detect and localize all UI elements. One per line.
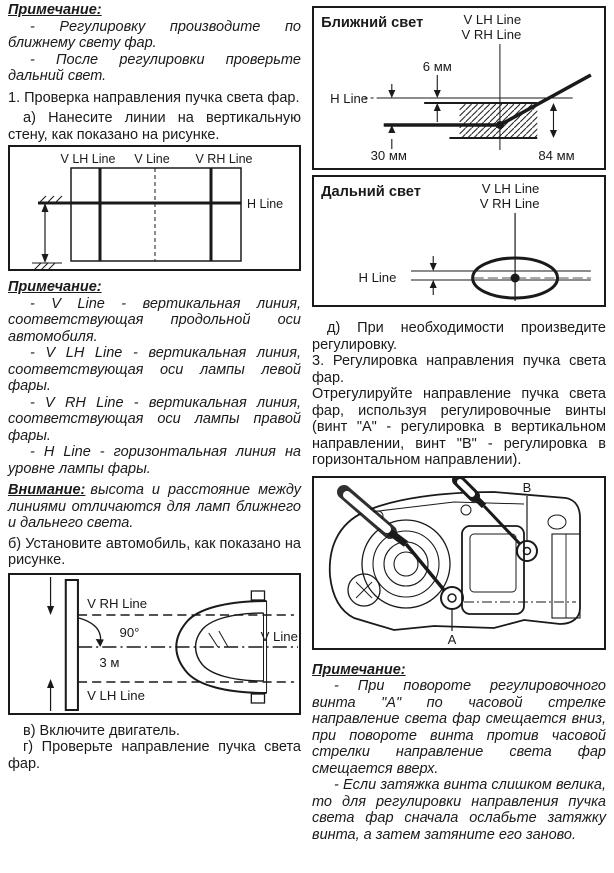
step1d-text: д) При необходимости произведите регулир… bbox=[312, 320, 606, 353]
step3-text: Отрегулируйте направление пучка света фа… bbox=[312, 386, 606, 468]
headlight-adjust-diagram: A B bbox=[328, 477, 581, 647]
arrow-up-icon bbox=[388, 125, 396, 133]
step3-title: 3. Регулировка направления пучка света ф… bbox=[312, 353, 606, 386]
v-rh-line-label: V RH Line bbox=[480, 196, 540, 211]
arrow-down-icon bbox=[41, 254, 49, 263]
note3-item: - При повороте регулировочного винта "А"… bbox=[312, 678, 606, 777]
screen-rect bbox=[70, 167, 242, 262]
arrow-up-icon bbox=[549, 103, 558, 111]
h-line-label: H Line bbox=[247, 197, 283, 211]
wall-lines-diagram: V LH Line V Line V RH Line H Line bbox=[32, 152, 283, 269]
note2-item: - V RH Line - вертикальная линия, соотве… bbox=[8, 394, 301, 444]
arrow-up-icon bbox=[41, 203, 49, 212]
figure-low-beam: Ближний свет V LH Line V RH Line H Line … bbox=[312, 6, 606, 170]
note3-heading: Примечание: bbox=[312, 661, 406, 678]
note2-item: - V Line - вертикальная линия, соответст… bbox=[8, 295, 301, 345]
low-beam-diagram: Ближний свет V LH Line V RH Line H Line … bbox=[321, 12, 592, 163]
v-rh-line-label: V RH Line bbox=[196, 152, 253, 166]
right-column: Ближний свет V LH Line V RH Line H Line … bbox=[312, 6, 606, 843]
arrow-icon bbox=[95, 638, 104, 647]
note3-item: - Если затяжка винта слишком велика, то … bbox=[312, 777, 606, 843]
v-line-label: V Line bbox=[134, 152, 169, 166]
car-front-outline bbox=[175, 589, 268, 704]
hot-zone-hatch bbox=[459, 103, 538, 138]
arrow-up-icon bbox=[47, 678, 55, 688]
dim-84mm-label: 84 мм bbox=[538, 148, 574, 163]
step1g-text: г) Проверьте направление пучка света фар… bbox=[8, 739, 301, 772]
car-position-diagram: V RH Line V Line 90° 3 м V LH Line bbox=[47, 576, 298, 711]
left-column: Примечание: - Регулировку производите по… bbox=[8, 2, 301, 772]
figure-car-position: V RH Line V Line 90° 3 м V LH Line bbox=[8, 572, 301, 715]
h-line-label: H Line bbox=[358, 270, 396, 285]
high-beam-title: Дальний свет bbox=[321, 184, 421, 200]
note1-heading: Примечание: bbox=[8, 2, 102, 18]
v-lh-line-label: V LH Line bbox=[61, 152, 116, 166]
warning-heading: Внимание: bbox=[8, 482, 86, 498]
low-beam-title: Ближний свет bbox=[321, 15, 423, 31]
ground-hatch bbox=[32, 262, 62, 269]
warning-text: Внимание:высота и расстояние между линия… bbox=[8, 482, 301, 532]
screw-b-center bbox=[522, 546, 532, 555]
figure-wall-lines: V LH Line V Line V RH Line H Line bbox=[8, 145, 301, 271]
v-lh-line-label: V LH Line bbox=[464, 12, 522, 27]
high-beam-diagram: Дальний свет V LH Line V RH Line H Line bbox=[321, 181, 591, 301]
arrow-down-icon bbox=[47, 605, 55, 615]
step1b-text: б) Установите автомобиль, как показано н… bbox=[8, 535, 301, 569]
screwdriver-left bbox=[337, 484, 446, 591]
angle-label: 90° bbox=[120, 625, 140, 640]
v-line-label: V Line bbox=[261, 629, 298, 644]
dim-6mm-label: 6 мм bbox=[423, 59, 452, 74]
note2-item: - H Line - горизонтальная линия на уровн… bbox=[8, 444, 301, 477]
beam-spot-ellipse bbox=[471, 256, 560, 300]
arrow-down-icon bbox=[388, 90, 396, 98]
screw-a bbox=[440, 585, 464, 610]
arrow-down-icon bbox=[429, 263, 437, 271]
screw-b-label: B bbox=[523, 480, 532, 495]
step1v-text: в) Включите двигатель. bbox=[23, 722, 181, 739]
arrow-up-icon bbox=[433, 103, 441, 111]
arrow-down-icon bbox=[549, 130, 558, 138]
note2-item: - V LH Line - вертикальная линия, соотве… bbox=[8, 345, 301, 394]
dim-30mm-label: 30 мм bbox=[371, 148, 407, 163]
v-lh-line-label: V LH Line bbox=[482, 181, 540, 196]
screw-b bbox=[516, 539, 538, 562]
distance-label: 3 м bbox=[99, 655, 119, 670]
arrow-down-icon bbox=[433, 90, 441, 98]
step1-title: 1. Проверка направления пучка света фар. bbox=[8, 89, 300, 106]
screwdriver-top bbox=[452, 477, 522, 545]
h-line-label: H Line bbox=[330, 91, 368, 106]
figure-high-beam: Дальний свет V LH Line V RH Line H Line bbox=[312, 175, 606, 307]
warning-body: высота и расстояние между линиями отлича… bbox=[8, 482, 301, 531]
hatch-ticks bbox=[39, 195, 63, 203]
figure-headlight-adjust: A B bbox=[312, 475, 606, 650]
screw-a-label: A bbox=[448, 632, 457, 647]
wall-screen bbox=[64, 578, 79, 711]
beam-center-point bbox=[510, 273, 520, 283]
step1a-text: а) Нанесите линии на вертикальную стену,… bbox=[8, 110, 301, 143]
v-rh-line-label: V RH Line bbox=[87, 596, 147, 611]
note2-heading: Примечание: bbox=[8, 279, 102, 295]
elbow-point bbox=[495, 121, 504, 129]
arrow-up-icon bbox=[429, 280, 437, 288]
v-lh-line-label: V LH Line bbox=[87, 688, 145, 703]
screw-a-center bbox=[447, 592, 457, 603]
note1-item: - Регулировку производите по ближнему св… bbox=[8, 18, 301, 52]
note1-item: - После регулировки проверьте дальний св… bbox=[8, 51, 301, 85]
v-rh-line-label: V RH Line bbox=[462, 27, 522, 42]
